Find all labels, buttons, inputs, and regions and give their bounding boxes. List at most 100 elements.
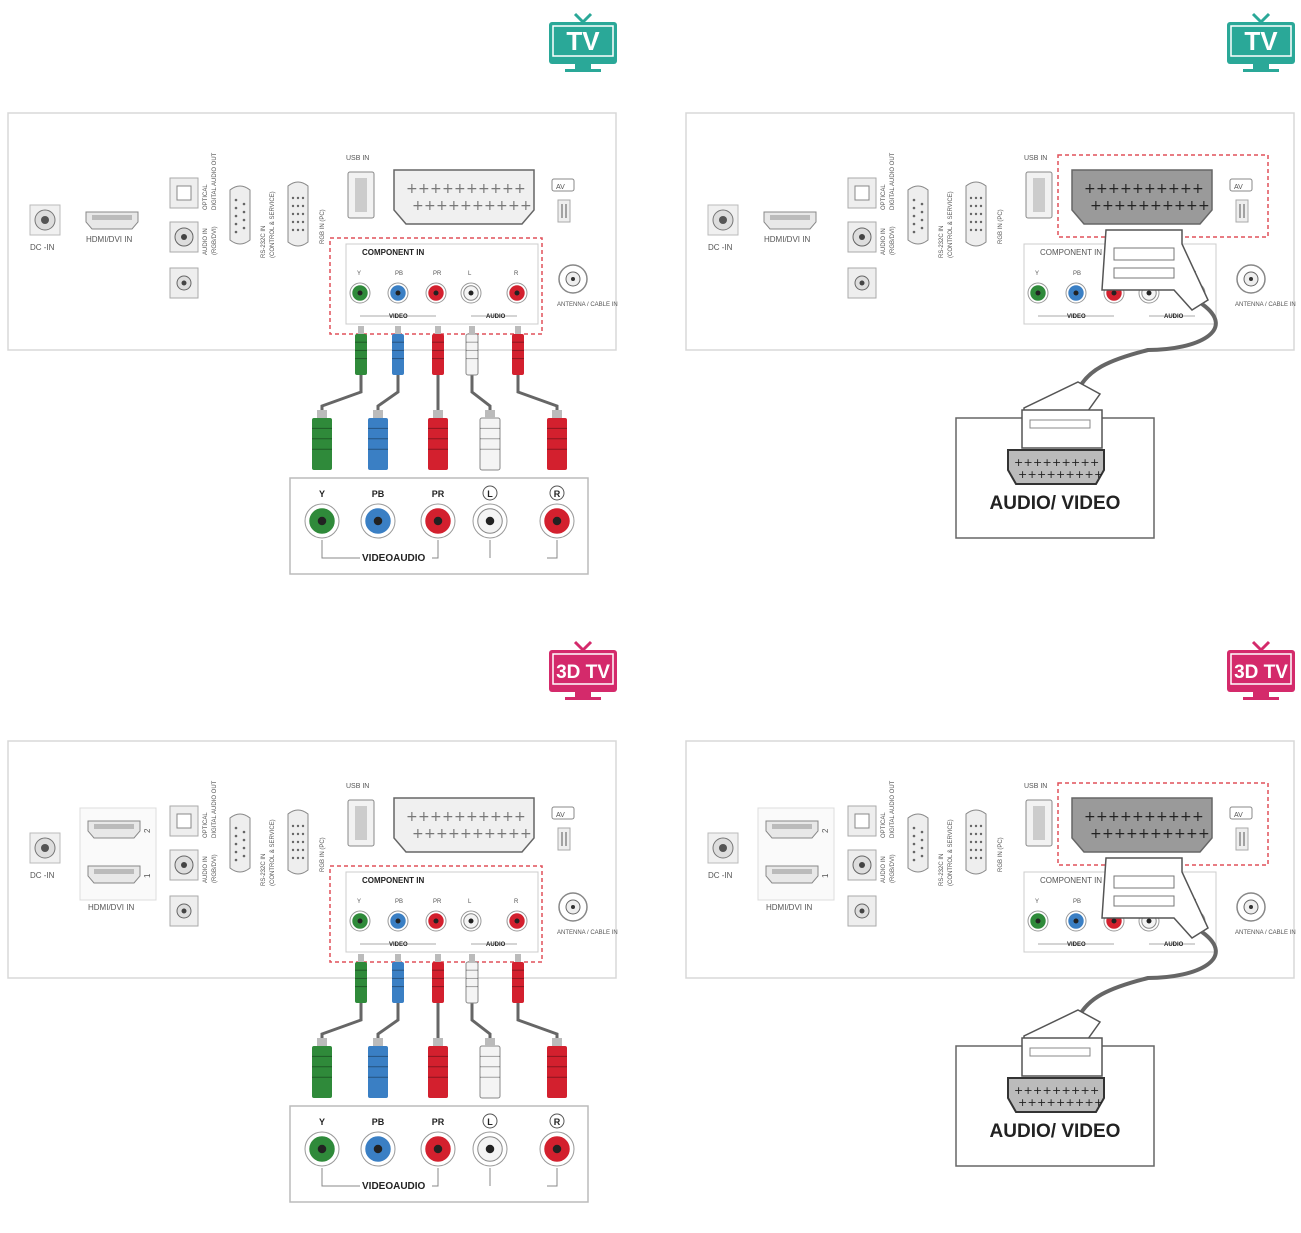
ir-port[interactable] xyxy=(847,267,877,299)
scart-port[interactable]: ++++++++++++++++++++ xyxy=(1071,797,1213,853)
optical-port[interactable] xyxy=(847,177,877,209)
scart-pin: + xyxy=(1094,468,1103,481)
rs232c-label: RS-232C IN xyxy=(939,854,945,886)
audio-in-port[interactable] xyxy=(169,221,199,253)
rgb-in-pc-label: RGB IN (PC) xyxy=(998,209,1004,244)
rs232c-port[interactable] xyxy=(229,185,251,245)
usb-label: USB IN xyxy=(1024,783,1047,790)
usb-port[interactable] xyxy=(1025,171,1053,219)
ir-port[interactable] xyxy=(169,267,199,299)
scart-pin: + xyxy=(1028,468,1037,481)
antenna-port[interactable] xyxy=(558,264,588,294)
rs232c-port[interactable] xyxy=(907,185,929,245)
scart-pin: + xyxy=(424,198,436,214)
device-jack xyxy=(304,1131,340,1167)
optical-port[interactable] xyxy=(169,177,199,209)
scart-port[interactable]: ++++++++++++++++++++ xyxy=(1071,169,1213,225)
dc-in-port[interactable] xyxy=(707,832,739,864)
audio-in-port[interactable] xyxy=(847,849,877,881)
device-plug xyxy=(312,1038,332,1098)
scart-pin: + xyxy=(1084,181,1096,197)
video-audio-label: VIDEOAUDIO xyxy=(362,553,426,564)
audio-in-port[interactable] xyxy=(847,221,877,253)
av-switch[interactable] xyxy=(551,806,575,851)
scart-pin: + xyxy=(1094,1096,1103,1109)
optical-port[interactable] xyxy=(847,805,877,837)
panel-jack-label: Y xyxy=(1035,899,1039,905)
component-jack xyxy=(460,282,482,304)
scart-pin: + xyxy=(1037,468,1046,481)
hdmi-port-2[interactable] xyxy=(87,820,141,839)
hdmi-port-number: 1 xyxy=(143,873,152,878)
usb-port[interactable] xyxy=(347,799,375,847)
usb-label: USB IN xyxy=(346,155,369,162)
rgb-pc-port[interactable] xyxy=(965,181,987,247)
scart-pin: + xyxy=(1138,198,1150,214)
usb-port[interactable] xyxy=(1025,799,1053,847)
device-jack xyxy=(539,503,575,539)
scart-pin: + xyxy=(1014,456,1023,469)
scart-pin: + xyxy=(514,181,526,197)
scart-pin: + xyxy=(1090,456,1099,469)
panel-jack-label: PB xyxy=(395,271,403,277)
scart-pin: + xyxy=(1018,468,1027,481)
scart-pin: + xyxy=(1126,826,1138,842)
component-jack xyxy=(349,282,371,304)
tv3d-badge: 3D TV xyxy=(1227,640,1295,700)
antenna-port[interactable] xyxy=(1236,264,1266,294)
panel-plug xyxy=(355,326,367,375)
rgb-pc-port[interactable] xyxy=(287,809,309,875)
rgb-pc-port[interactable] xyxy=(965,809,987,875)
rs232c-port[interactable] xyxy=(229,813,251,873)
panel-plug xyxy=(432,954,444,1003)
scart-pin: + xyxy=(1198,198,1210,214)
audio-in-port[interactable] xyxy=(169,849,199,881)
digital-audio-out-label: DIGITAL AUDIO OUT xyxy=(890,780,896,838)
dc-in-port[interactable] xyxy=(707,204,739,236)
dc-in-port[interactable] xyxy=(29,204,61,236)
dc-in-port[interactable] xyxy=(29,832,61,864)
scart-port[interactable]: ++++++++++++++++++++ xyxy=(393,797,535,853)
ir-port[interactable] xyxy=(847,895,877,927)
optical-port[interactable] xyxy=(169,805,199,837)
rs232c-port[interactable] xyxy=(907,813,929,873)
scart-pin: + xyxy=(1056,468,1065,481)
scart-pin: + xyxy=(520,826,532,842)
hdmi-port-1[interactable] xyxy=(87,865,141,884)
scart-pin: + xyxy=(442,809,454,825)
scart-pin: + xyxy=(472,826,484,842)
panel-jack-label: PR xyxy=(433,899,442,905)
usb-port[interactable] xyxy=(347,171,375,219)
scart-pin: + xyxy=(430,809,442,825)
hdmi-port-1[interactable] xyxy=(765,865,819,884)
ir-port[interactable] xyxy=(169,895,199,927)
hdmi-port[interactable] xyxy=(763,211,817,230)
scart-pin: + xyxy=(508,198,520,214)
component-in-label: COMPONENT IN xyxy=(1040,876,1102,885)
hdmi-port[interactable] xyxy=(85,211,139,230)
av-switch[interactable] xyxy=(1229,806,1253,851)
scart-pin: + xyxy=(484,826,496,842)
component-cables xyxy=(312,954,567,1099)
scart-port[interactable]: ++++++++++++++++++++ xyxy=(393,169,535,225)
scart-pin: + xyxy=(442,181,454,197)
av-switch[interactable] xyxy=(1229,178,1253,223)
digital-audio-out-label: DIGITAL AUDIO OUT xyxy=(890,152,896,210)
audio-label: AUDIO xyxy=(1164,314,1184,320)
device-plug xyxy=(547,410,567,470)
audio-video-label: AUDIO/ VIDEO xyxy=(990,493,1121,514)
scart-pin: + xyxy=(436,198,448,214)
scart-pin: + xyxy=(1066,1096,1075,1109)
device-jack-label: PR xyxy=(432,1117,445,1127)
antenna-port[interactable] xyxy=(558,892,588,922)
av-switch[interactable] xyxy=(551,178,575,223)
hdmi-label: HDMI/DVI IN xyxy=(764,235,810,244)
video-label: VIDEO xyxy=(1067,942,1086,948)
hdmi-port-2[interactable] xyxy=(765,820,819,839)
antenna-port[interactable] xyxy=(1236,892,1266,922)
rgb-pc-port[interactable] xyxy=(287,181,309,247)
digital-audio-out-label: DIGITAL AUDIO OUT xyxy=(212,152,218,210)
